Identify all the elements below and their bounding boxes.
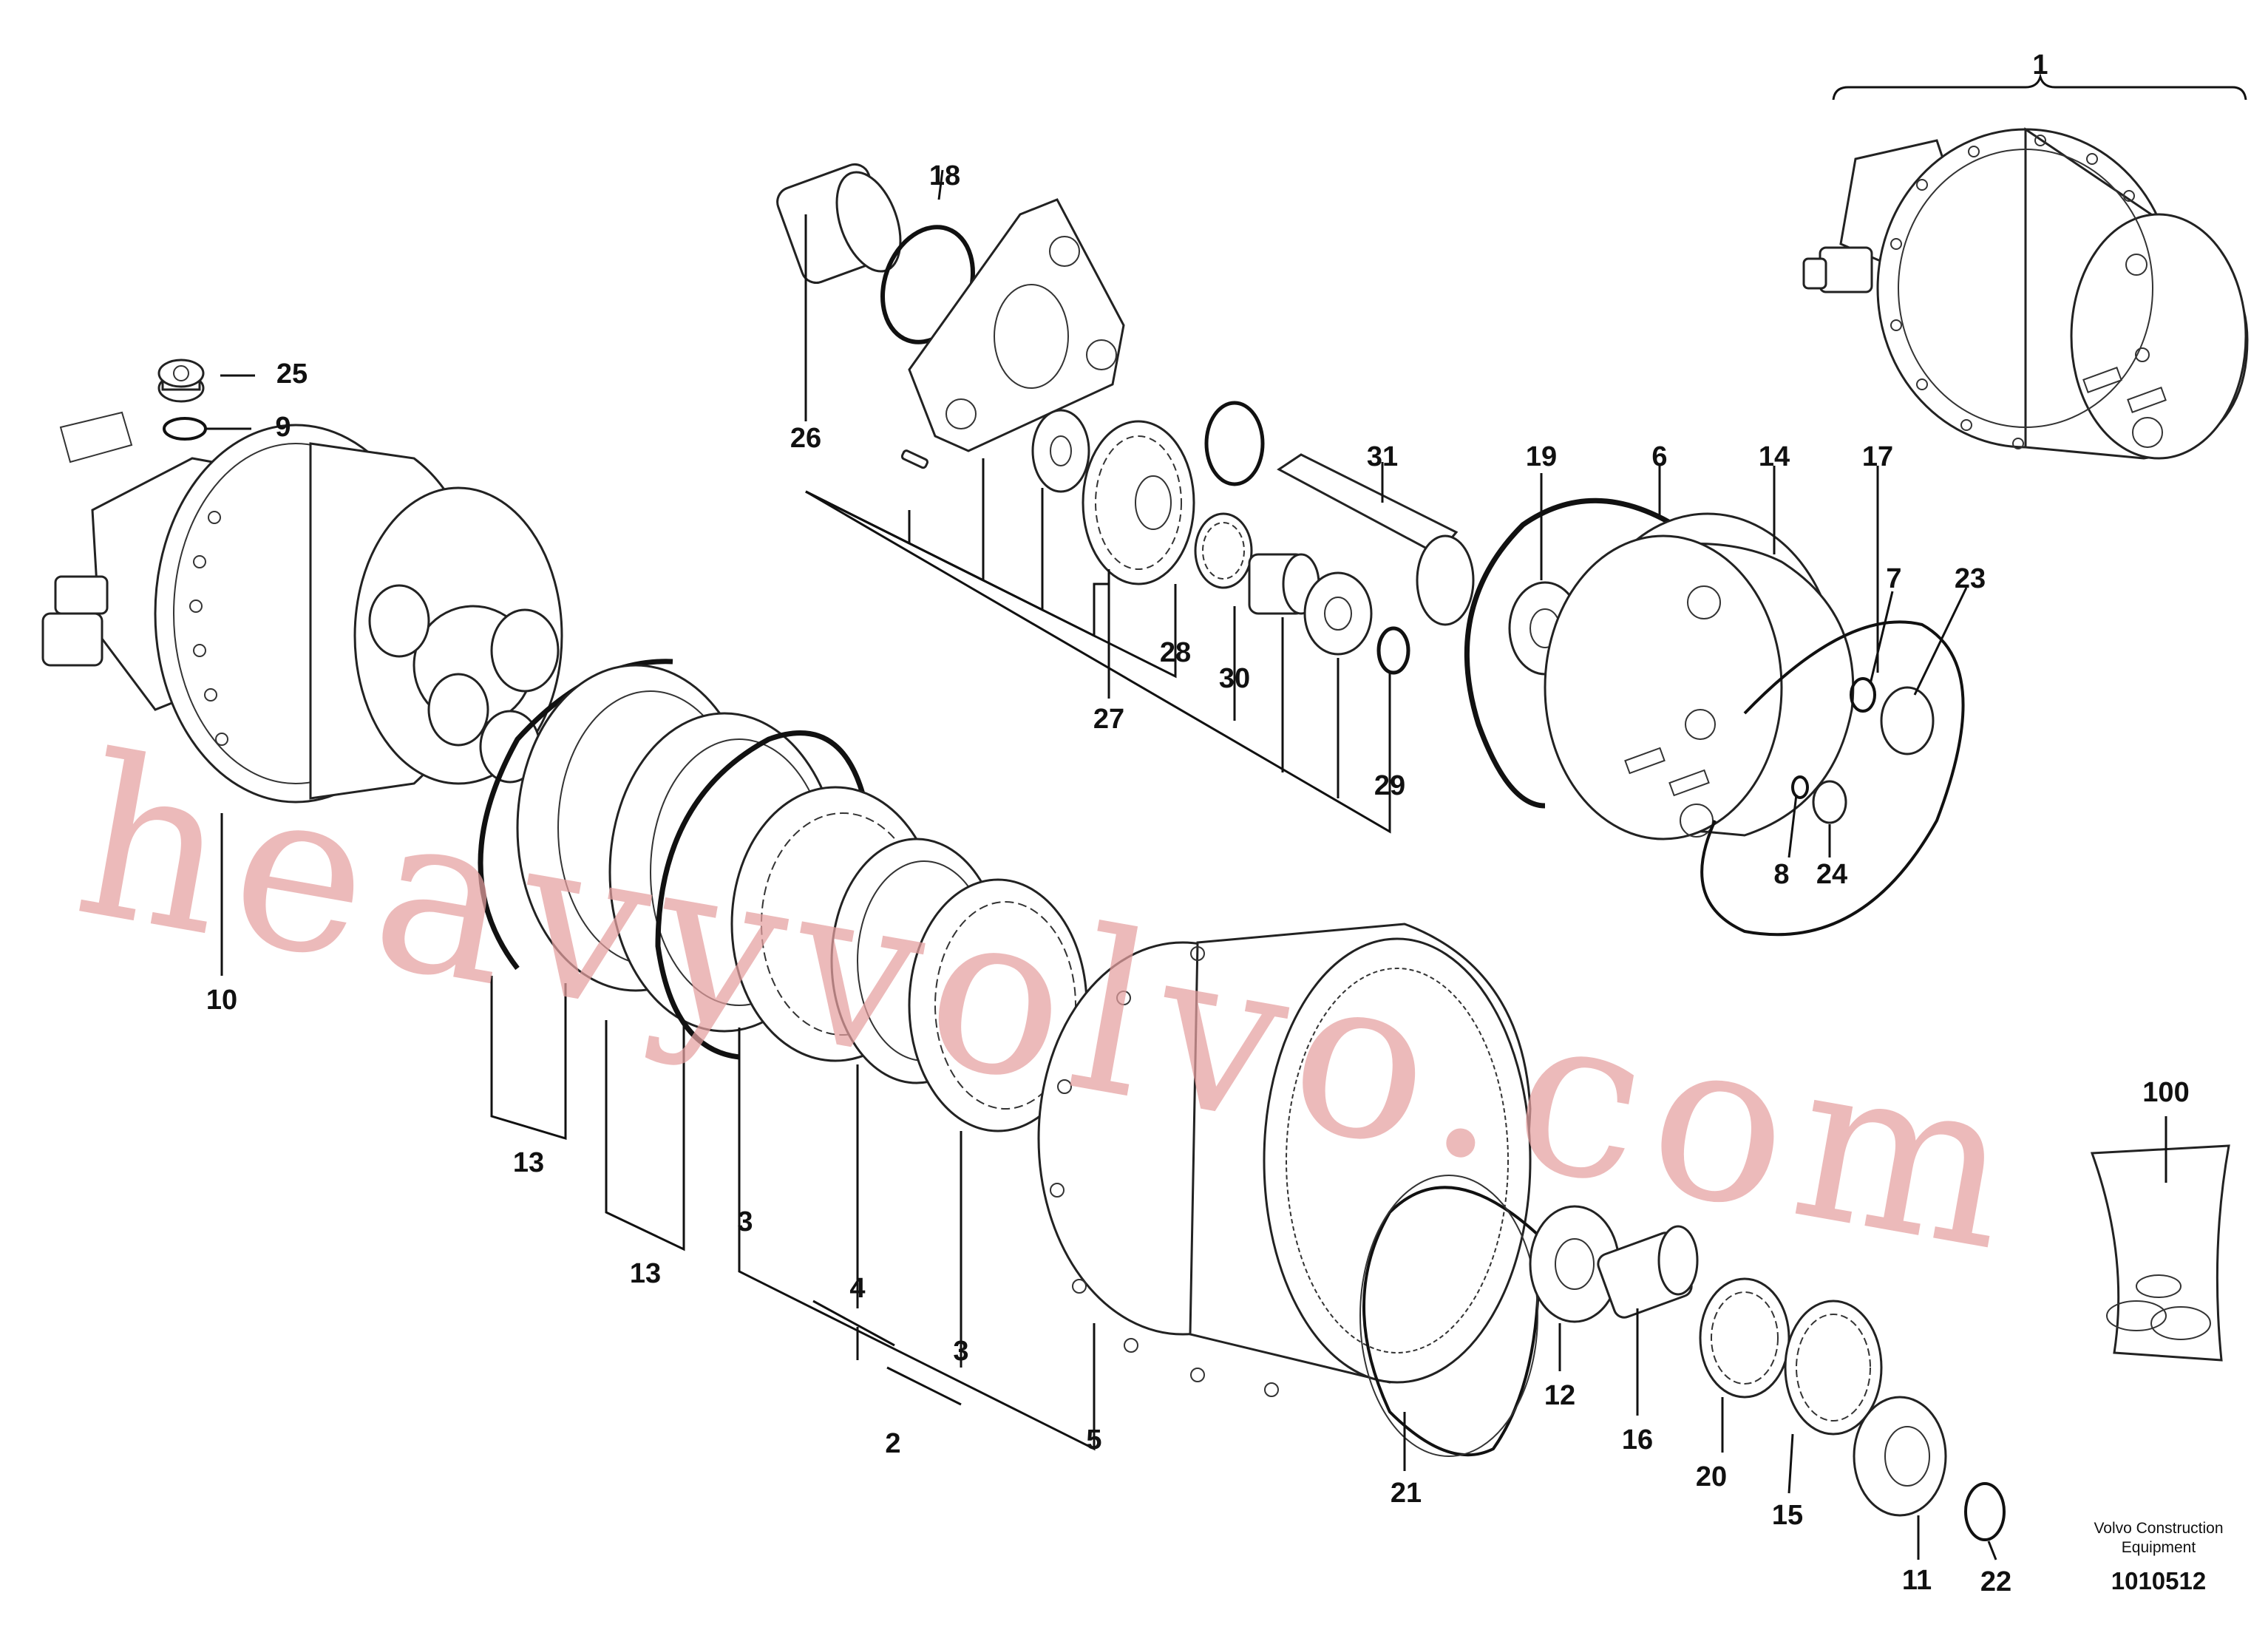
callout-27: 26	[790, 423, 821, 454]
callout-11: 11	[1902, 1565, 1932, 1596]
o-ring-7	[1850, 677, 1876, 713]
callout-7: 7	[1886, 563, 1901, 594]
bearing-3b	[908, 878, 1088, 1132]
hydraulic-motor-body	[41, 411, 563, 804]
callout-25: 25	[276, 359, 308, 390]
o-ring-9	[163, 417, 207, 441]
callout-17: 17	[1862, 441, 1893, 472]
callout-30: 30	[1219, 663, 1250, 694]
callout-18: 18	[929, 160, 960, 191]
caption-line-1: Volvo Construction	[2094, 1520, 2223, 1537]
callout-29: 29	[1374, 770, 1405, 801]
callout-4: 4	[849, 1273, 865, 1304]
caption-line-2: Equipment	[2122, 1539, 2196, 1556]
callout-24: 24	[1816, 859, 1847, 890]
assembled-travel-motor	[1802, 72, 2249, 460]
callout-labels: 1 25 9 10 18 26 31 19 6 14 17 7 23 28 27…	[206, 50, 2190, 1597]
cover-14	[1544, 512, 1855, 840]
plug-25	[157, 359, 205, 403]
plug-23	[1880, 686, 1935, 755]
callout-22: 22	[1980, 1566, 2011, 1597]
callout-10: 10	[206, 985, 237, 1016]
o-ring-8	[1791, 775, 1809, 799]
callout-8: 8	[1773, 859, 1789, 890]
callout-2: 2	[885, 1428, 900, 1459]
callout-3b: 3	[953, 1336, 968, 1367]
leader-lines	[206, 169, 2167, 1560]
callout-16: 16	[1622, 1424, 1653, 1456]
planet-gear-26	[1082, 420, 1195, 585]
shaft-31	[1277, 453, 1475, 626]
callout-23: 23	[1955, 563, 1986, 594]
callout-13b: 13	[630, 1258, 661, 1289]
sun-gear-27	[776, 163, 902, 284]
callout-20: 20	[1696, 1461, 1727, 1492]
callout-26: 27	[1093, 704, 1124, 735]
callout-21: 21	[1391, 1478, 1422, 1509]
seal-kit-bag-100	[2090, 1144, 2230, 1362]
planet-gear-28	[1194, 512, 1253, 589]
callout-5: 5	[1086, 1424, 1101, 1456]
callout-12: 12	[1544, 1380, 1575, 1411]
callout-14: 14	[1759, 441, 1790, 472]
callout-1: 1	[2032, 50, 2048, 81]
washer-small	[1031, 409, 1090, 493]
planet-carrier-11	[1853, 1396, 1947, 1517]
document-number: 1010512	[2111, 1567, 2206, 1594]
callout-100: 100	[2142, 1077, 2189, 1108]
callout-28: 28	[1160, 637, 1191, 668]
bushing-16	[1597, 1225, 1699, 1319]
ring-gear-21	[1362, 1186, 1541, 1457]
pin	[900, 449, 929, 469]
ring-17	[1700, 620, 1965, 937]
gear-20	[1699, 1277, 1790, 1399]
snap-ring-22	[1964, 1482, 2006, 1541]
plug-24	[1812, 780, 1847, 824]
snap-ring-29	[1376, 626, 1410, 675]
callout-3a: 3	[737, 1206, 753, 1237]
thrust-washer	[1303, 571, 1373, 656]
callout-13a: 13	[513, 1147, 544, 1178]
callout-9: 9	[275, 412, 291, 443]
carrier-plate	[908, 198, 1125, 452]
callout-15: 15	[1772, 1500, 1803, 1531]
gear-15	[1784, 1300, 1883, 1436]
o-ring-6	[1464, 497, 1687, 809]
callout-6: 6	[1651, 441, 1667, 472]
callout-31: 31	[1367, 441, 1398, 472]
seal-ring-13b	[655, 730, 872, 1060]
hub-5	[1037, 923, 1532, 1397]
snap-ring-top	[1204, 401, 1265, 486]
callout-19: 19	[1526, 441, 1557, 472]
